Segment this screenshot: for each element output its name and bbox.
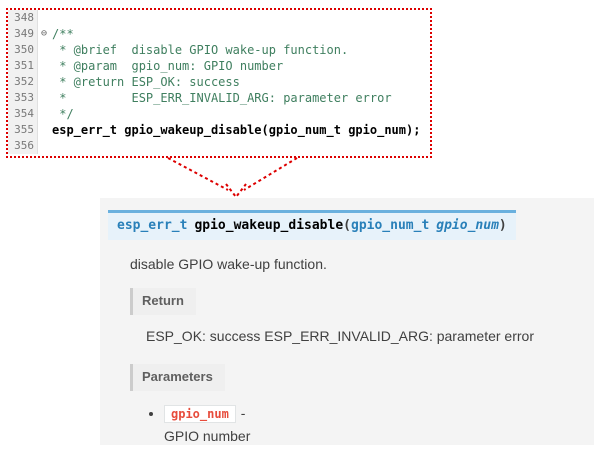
return-value-text: ESP_OK: success ESP_ERR_INVALID_ARG: par… bbox=[146, 328, 534, 344]
code-text bbox=[50, 138, 52, 154]
fold-column bbox=[38, 74, 50, 90]
open-paren: ( bbox=[343, 218, 351, 233]
function-signature: esp_err_t gpio_wakeup_disable(gpio_num_t g… bbox=[108, 210, 516, 240]
line-number: 356 bbox=[8, 138, 38, 154]
code-line: 355 esp_err_t gpio_wakeup_disable(gpio_n… bbox=[8, 122, 430, 138]
code-line: 352 * @return ESP_OK: success bbox=[8, 74, 430, 90]
return-type-link[interactable]: esp_err_t bbox=[117, 218, 188, 233]
line-number: 348 bbox=[8, 10, 38, 26]
param-type-link[interactable]: gpio_num_t bbox=[351, 218, 430, 233]
line-number: 349 bbox=[8, 26, 38, 42]
code-text: * ESP_ERR_INVALID_ARG: parameter error bbox=[52, 91, 392, 105]
fold-column bbox=[38, 138, 50, 154]
fold-column bbox=[38, 58, 50, 74]
fold-minus-icon[interactable]: ⊖ bbox=[40, 28, 48, 39]
code-line: 348 bbox=[8, 10, 430, 26]
separator: - bbox=[240, 405, 246, 421]
code-editor-snippet[interactable]: 348 349 ⊖ /** 350 * @brief disable GPIO … bbox=[6, 8, 432, 158]
code-text bbox=[50, 10, 52, 26]
fold-column bbox=[38, 122, 50, 138]
code-line: 354 */ bbox=[8, 106, 430, 122]
parameters-rubric: Parameters bbox=[130, 364, 225, 391]
param-list: gpio_num- GPIO number bbox=[146, 405, 594, 444]
brief-description: disable GPIO wake-up function. bbox=[130, 256, 327, 272]
code-line: 356 bbox=[8, 138, 430, 154]
code-text: * @param gpio_num: GPIO number bbox=[52, 59, 284, 73]
line-number: 354 bbox=[8, 106, 38, 122]
line-number: 352 bbox=[8, 74, 38, 90]
code-line: 353 * ESP_ERR_INVALID_ARG: parameter err… bbox=[8, 90, 430, 106]
param-name-chip: gpio_num bbox=[164, 405, 236, 423]
fold-column bbox=[38, 10, 50, 26]
code-line: 351 * @param gpio_num: GPIO number bbox=[8, 58, 430, 74]
fold-column bbox=[38, 90, 50, 106]
param-name: gpio_num bbox=[436, 218, 499, 233]
code-text: */ bbox=[52, 107, 74, 121]
code-text: * @brief disable GPIO wake-up function. bbox=[52, 43, 349, 57]
line-number: 355 bbox=[8, 122, 38, 138]
fold-column bbox=[38, 42, 50, 58]
close-paren: ) bbox=[498, 218, 507, 233]
line-number: 350 bbox=[8, 42, 38, 58]
fold-column bbox=[38, 106, 50, 122]
code-text: /** bbox=[52, 27, 74, 41]
line-number: 353 bbox=[8, 90, 38, 106]
code-line: 350 * @brief disable GPIO wake-up functi… bbox=[8, 42, 430, 58]
param-description: GPIO number bbox=[164, 428, 251, 444]
param-item: gpio_num- GPIO number bbox=[164, 405, 594, 444]
function-name: gpio_wakeup_disable bbox=[194, 218, 344, 233]
code-text: * @return ESP_OK: success bbox=[52, 75, 240, 89]
return-rubric: Return bbox=[130, 288, 196, 315]
line-number: 351 bbox=[8, 58, 38, 74]
code-text: esp_err_t gpio_wakeup_disable(gpio_num_t… bbox=[52, 123, 421, 137]
code-line: 349 ⊖ /** bbox=[8, 26, 430, 42]
